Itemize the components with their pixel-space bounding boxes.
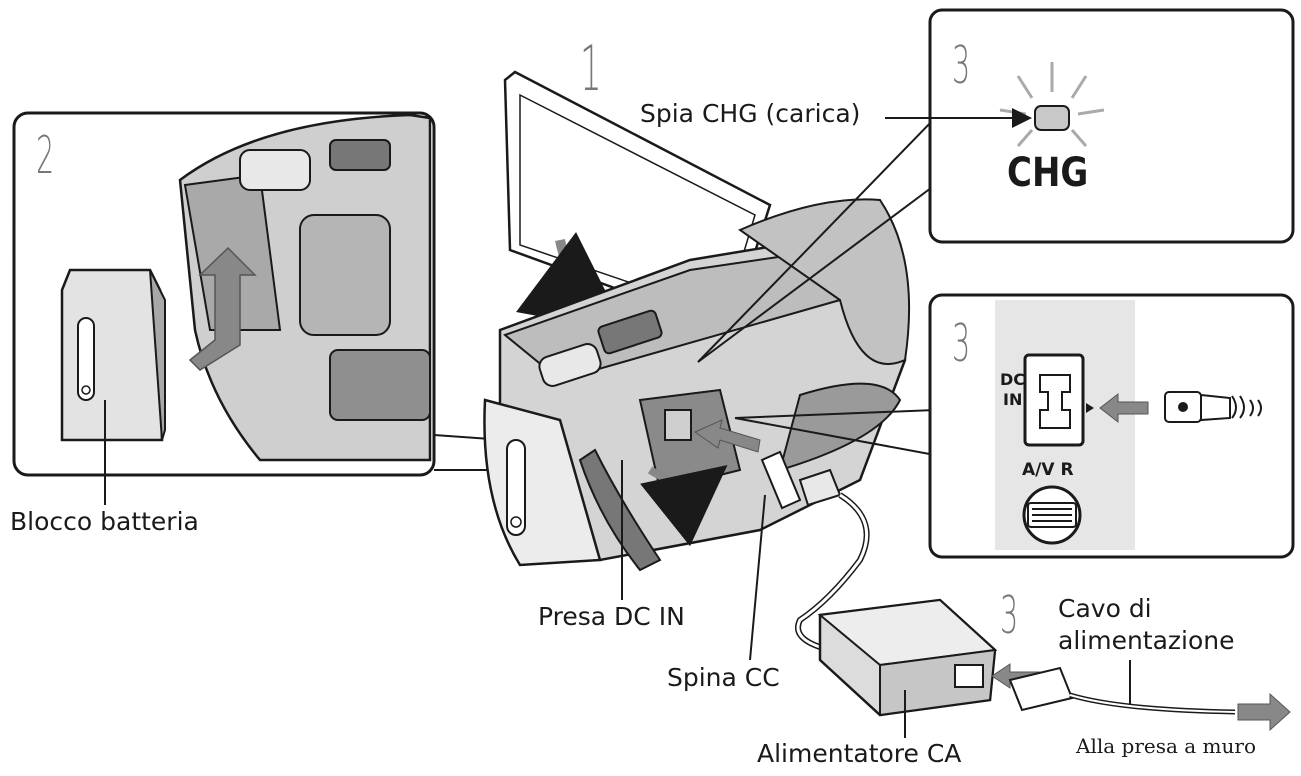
camcorder	[483, 70, 911, 572]
chg-panel	[885, 8, 1295, 244]
chg-text: CHG	[1007, 150, 1089, 196]
dc-plug-label: Spina CC	[667, 663, 780, 692]
battery-panel	[12, 111, 436, 505]
dc-in-jack-label: Presa DC IN	[538, 602, 685, 631]
dc-text: DC	[1000, 370, 1026, 389]
in-text: IN	[1003, 390, 1023, 409]
step-number-3-adapter: 3	[1000, 586, 1019, 646]
battery-pack-label: Blocco batteria	[10, 507, 199, 536]
step-number-2: 2	[36, 126, 55, 186]
av-r-text: A/V R	[1022, 460, 1074, 480]
dcin-panel	[928, 293, 1295, 559]
chg-lamp-label: Spia CHG (carica)	[640, 99, 861, 128]
wall-outlet-label: Alla presa a muro	[1076, 734, 1256, 758]
ac-adaptor	[817, 598, 1291, 738]
power-cord-label-line2: alimentazione	[1058, 626, 1235, 655]
power-cord-label-line1: Cavo di	[1058, 594, 1152, 623]
step-number-3-dcin: 3	[952, 314, 971, 374]
step-number-3-chg: 3	[952, 36, 971, 96]
ac-adaptor-label: Alimentatore CA	[757, 739, 962, 768]
step-number-1: 1	[580, 32, 602, 105]
